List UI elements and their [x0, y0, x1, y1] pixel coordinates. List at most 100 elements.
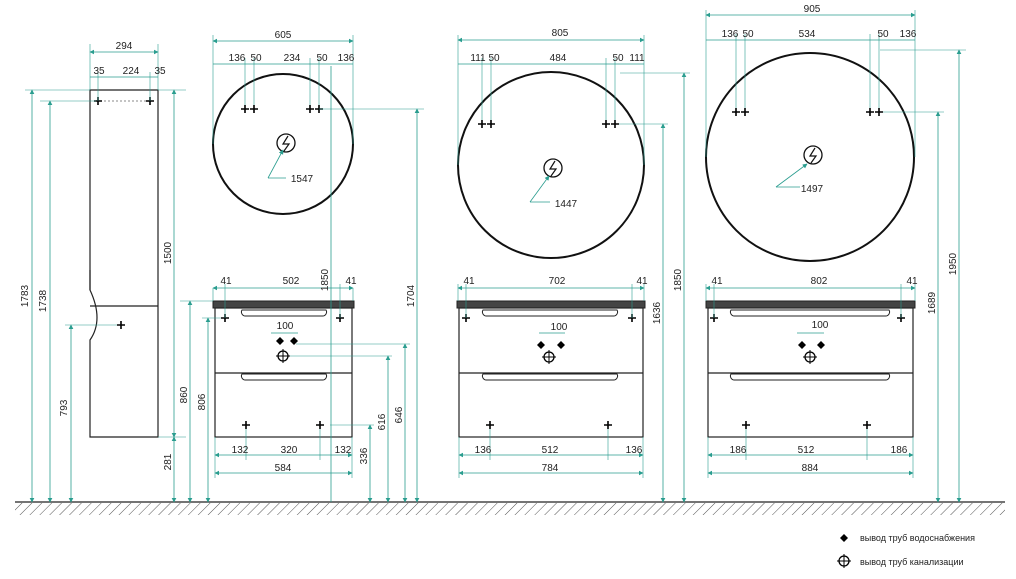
water-outlet-icon	[306, 105, 323, 113]
dim-label: 50	[742, 29, 754, 40]
water-outlet-icon	[486, 421, 494, 429]
dim-label: 1497	[801, 184, 824, 195]
vanity-800	[456, 300, 646, 438]
dim-label: 234	[284, 53, 301, 64]
dim-label: 281	[163, 453, 174, 470]
dim-label: 111	[629, 53, 645, 64]
dim-label: 860	[179, 386, 190, 403]
set-600-dimensions	[180, 35, 424, 503]
dim-label: 41	[345, 276, 357, 287]
dim-label: 805	[552, 28, 569, 39]
dim-label: 646	[394, 406, 405, 423]
dim-label: 1636	[652, 301, 663, 324]
dim-label: 1447	[555, 199, 578, 210]
dim-label: 806	[197, 393, 208, 410]
dim-label: 136	[626, 445, 643, 456]
crosshair-circle-icon	[837, 554, 851, 568]
dim-label: 224	[123, 66, 140, 77]
water-outlet-icon	[604, 421, 612, 429]
dim-label: 111	[470, 53, 486, 64]
dim-label: 50	[488, 53, 500, 64]
dimension-labels: 294 35 224 35 1783 1738 793 1500 281 605…	[20, 4, 959, 474]
water-outlet-icon	[241, 105, 258, 113]
dim-label: 136	[475, 445, 492, 456]
dim-label: 512	[542, 445, 559, 456]
dim-label: 884	[802, 463, 819, 474]
dim-label: 584	[275, 463, 292, 474]
socket-icon	[543, 158, 563, 178]
legend-sewage-label: вывод труб канализации	[860, 557, 964, 567]
diamond-icon	[840, 534, 848, 542]
dim-label: 41	[463, 276, 475, 287]
water-outlet-icon	[863, 421, 871, 429]
round-mirror-805	[457, 71, 645, 259]
water-outlet-icon	[316, 421, 324, 429]
dim-label: 1500	[163, 241, 174, 264]
round-mirror-605	[212, 73, 354, 215]
dim-label: 41	[906, 276, 918, 287]
set-800-dimensions	[457, 35, 690, 503]
dim-label: 50	[250, 53, 262, 64]
dim-label: 1689	[927, 291, 938, 314]
legend: вывод труб водоснабжения вывод труб кана…	[837, 533, 975, 568]
sewage-outlet-icon	[803, 350, 817, 364]
dim-label: 702	[549, 276, 566, 287]
dim-label: 136	[338, 53, 355, 64]
dim-label: 41	[636, 276, 648, 287]
dim-label: 1783	[20, 284, 31, 307]
dim-label: 50	[316, 53, 328, 64]
dim-label: 784	[542, 463, 559, 474]
water-outlet-icon	[242, 421, 250, 429]
dim-label: 100	[277, 321, 294, 332]
dim-label: 50	[612, 53, 624, 64]
water-outlet-icon	[866, 108, 883, 116]
dim-label: 41	[220, 276, 232, 287]
water-supply-diamond-icon	[276, 337, 298, 345]
dim-label: 1738	[38, 289, 49, 312]
water-outlet-icon	[732, 108, 749, 116]
dim-label: 320	[281, 445, 298, 456]
dim-label: 136	[229, 53, 246, 64]
dim-label: 1547	[291, 174, 314, 185]
dim-label: 136	[900, 29, 917, 40]
socket-icon	[276, 133, 296, 153]
dim-label: 793	[59, 399, 70, 416]
dim-label: 1704	[406, 284, 417, 307]
dim-label: 136	[722, 29, 739, 40]
dim-label: 186	[730, 445, 747, 456]
dim-label: 186	[891, 445, 908, 456]
dim-label: 50	[877, 29, 889, 40]
water-supply-diamond-icon	[537, 341, 565, 349]
water-outlet-icon	[602, 120, 619, 128]
dim-label: 484	[550, 53, 567, 64]
water-outlet-icon	[117, 321, 125, 329]
water-supply-diamond-icon	[798, 341, 825, 349]
vanity-600	[212, 300, 355, 438]
dim-label: 616	[377, 413, 388, 430]
socket-icon	[803, 145, 823, 165]
dim-label: 905	[804, 4, 821, 15]
round-mirror-905	[705, 52, 915, 262]
dim-label: 502	[283, 276, 300, 287]
dim-label: 132	[335, 445, 352, 456]
dim-label: 1950	[948, 252, 959, 275]
column-cabinet	[89, 89, 159, 438]
vanity-900	[705, 300, 916, 438]
dim-label: 1850	[673, 268, 684, 291]
floor	[15, 501, 1005, 515]
set-900-dimensions	[705, 10, 966, 503]
dim-label: 802	[811, 276, 828, 287]
water-outlet-icon	[478, 120, 495, 128]
dim-label: 336	[359, 447, 370, 464]
dim-label: 534	[799, 29, 816, 40]
sewage-outlet-icon	[276, 349, 290, 363]
dim-label: 1850	[320, 268, 331, 291]
dim-label: 35	[93, 66, 105, 77]
column-dimensions	[25, 44, 186, 503]
dim-label: 294	[116, 41, 133, 52]
dim-label: 35	[154, 66, 166, 77]
dim-label: 512	[798, 445, 815, 456]
dim-label: 100	[812, 320, 829, 331]
water-outlet-icon	[742, 421, 750, 429]
